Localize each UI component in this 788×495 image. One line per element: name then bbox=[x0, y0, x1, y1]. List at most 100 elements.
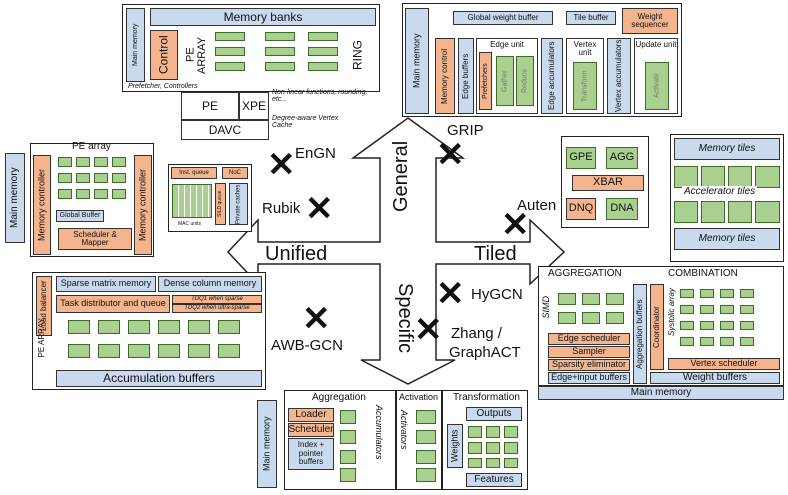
hygcn-simd-cell bbox=[606, 293, 624, 305]
label-engn: EnGN bbox=[295, 145, 336, 162]
graphact-mac-cell bbox=[468, 442, 482, 454]
hygcn-main-memory: Main memory bbox=[538, 386, 784, 400]
hygcn-systolic-cell bbox=[740, 289, 754, 298]
auten-gpe: GPE bbox=[566, 147, 596, 169]
hygcn-sparsity-eliminator: Sparsity eliminator bbox=[548, 359, 630, 371]
graphact-scheduler: Scheduler bbox=[288, 423, 334, 437]
graphact-loader: Loader bbox=[288, 408, 334, 422]
awb-pe bbox=[218, 344, 240, 358]
graphact-activation-label: Activation bbox=[399, 392, 439, 402]
hygcn-systolic-cell bbox=[680, 321, 694, 330]
rubik-pe bbox=[112, 157, 126, 167]
auten-accel-tile bbox=[728, 201, 752, 223]
awb-pe bbox=[128, 320, 150, 334]
hygcn-simd-cell bbox=[558, 293, 576, 305]
rubik-pe bbox=[94, 157, 108, 167]
engn-xpe: XPE bbox=[239, 92, 269, 120]
rubik-pe bbox=[112, 173, 126, 183]
rubik-pe bbox=[94, 173, 108, 183]
hygcn-systolic-array-label: Systolic array bbox=[667, 288, 676, 337]
auten-memory-tiles-bottom: Memory tiles bbox=[674, 228, 780, 250]
engn-pe-cell bbox=[265, 32, 295, 41]
awb-pe bbox=[188, 344, 210, 358]
engn-pe-cell bbox=[215, 62, 245, 71]
hygcn-simd-cell bbox=[558, 312, 576, 324]
grip-tile-buffer: Tile buffer bbox=[566, 11, 616, 25]
grip-main-memory: Main memory bbox=[405, 8, 429, 114]
grip-edge-accumulators: Edge accumulators bbox=[541, 38, 563, 114]
rubik-private-caches: Private caches bbox=[229, 183, 248, 225]
graphact-act-cell bbox=[416, 430, 436, 444]
engn-pe-array-label: PE ARRAY bbox=[181, 30, 213, 80]
graphact-mac-cell bbox=[504, 442, 518, 454]
rubik-noc: NoC bbox=[222, 167, 248, 179]
cross-mark-auten: ✕ bbox=[501, 206, 530, 244]
graphact-act-cell bbox=[416, 468, 436, 482]
engn-nonlinear-note: Non-linear functions, rounding, etc... bbox=[272, 89, 368, 103]
grip-vertex-unit-label: Vertex unit bbox=[573, 40, 597, 58]
hygcn-systolic-cell bbox=[680, 337, 694, 346]
graphact-activators-label: Activators bbox=[399, 410, 409, 450]
rubik-pe bbox=[58, 189, 72, 199]
hygcn-coordinator: Coordinator bbox=[650, 284, 664, 370]
grip-memory-control: Memory control bbox=[435, 38, 455, 114]
graphact-outputs: Outputs bbox=[466, 407, 522, 421]
awb-pe-array-label: PE ARRAY bbox=[37, 318, 46, 358]
auten-accel-tile bbox=[728, 166, 752, 188]
grip-reduce: Reduce bbox=[516, 56, 534, 106]
grip-global-weight-buffer: Global weight buffer bbox=[453, 11, 553, 25]
auten-accelerator-tiles-label: Accelerator tiles bbox=[682, 186, 758, 197]
hygcn-systolic-cell bbox=[720, 337, 734, 346]
cross-mark-zhang: ✕ bbox=[414, 311, 443, 349]
rubik-inst-queue: Inst. queue bbox=[171, 167, 217, 179]
engn-memory-banks: Memory banks bbox=[150, 8, 376, 26]
grip-edge-unit-label: Edge unit bbox=[490, 40, 524, 49]
hygcn-simd-cell bbox=[582, 293, 600, 305]
graphact-mac-cell bbox=[486, 442, 500, 454]
hygcn-weight-buffers: Weight buffers bbox=[650, 372, 780, 384]
hygcn-aggregation-label: AGGREGATION bbox=[548, 268, 622, 279]
hygcn-vertex-scheduler: Vertex scheduler bbox=[668, 358, 780, 370]
cross-mark-awbgcn: ✕ bbox=[302, 300, 331, 338]
graphact-weights: Weights bbox=[447, 424, 463, 468]
label-graphact: GraphACT bbox=[449, 344, 521, 361]
engn-pe-cell bbox=[308, 47, 338, 56]
awb-pe bbox=[158, 320, 180, 334]
axis-unified: Unified bbox=[265, 243, 328, 265]
awb-tdq1: TDQ1 when sparse bbox=[172, 295, 262, 304]
hygcn-systolic-cell bbox=[720, 321, 734, 330]
rubik-pe-array-label: PE array bbox=[72, 141, 111, 152]
grip-prefetchers: Prefetchers bbox=[479, 52, 492, 110]
hygcn-sampler: Sampler bbox=[548, 346, 630, 358]
axis-specific: Specific bbox=[394, 283, 416, 354]
rubik-pe bbox=[76, 173, 90, 183]
hygcn-simd-cell bbox=[606, 312, 624, 324]
hygcn-systolic-cell bbox=[740, 321, 754, 330]
graphact-index-pointer-buffers: Index + pointer buffers bbox=[288, 438, 334, 470]
engn-control: Control bbox=[150, 30, 178, 80]
auten-xbar: XBAR bbox=[572, 175, 644, 191]
graphact-act-cell bbox=[416, 450, 436, 464]
awb-pe bbox=[188, 320, 210, 334]
engn-ring-label: RING bbox=[344, 30, 372, 80]
graphact-mac-cell bbox=[468, 426, 482, 438]
rubik-pe bbox=[76, 189, 90, 199]
awb-pe bbox=[68, 344, 90, 358]
graphact-mac-cell bbox=[504, 458, 518, 468]
label-rubik: Rubik bbox=[262, 200, 301, 217]
rubik-pe bbox=[58, 173, 72, 183]
hygcn-edge-input-buffers: Edge+input buffers bbox=[548, 372, 630, 384]
rubik-pe bbox=[94, 189, 108, 199]
grip-edge-buffers: Edge buffers bbox=[458, 38, 474, 114]
hygcn-systolic-cell bbox=[720, 289, 734, 298]
hygcn-systolic-cell bbox=[700, 289, 714, 298]
engn-prefetcher-note: Prefetcher, Controllers bbox=[128, 83, 198, 90]
awb-accumulation-buffers: Accumulation buffers bbox=[56, 370, 262, 387]
auten-accel-tile bbox=[674, 166, 698, 188]
cross-mark-rubik: ✕ bbox=[305, 190, 334, 228]
graphact-agg-cell bbox=[340, 468, 356, 482]
graphact-main-memory: Main memory bbox=[257, 400, 277, 488]
rubik-memory-controller-right: Memory controller bbox=[134, 155, 152, 255]
grip-update-unit-label: Update unit bbox=[635, 40, 677, 49]
label-auten: Auten bbox=[517, 197, 557, 214]
